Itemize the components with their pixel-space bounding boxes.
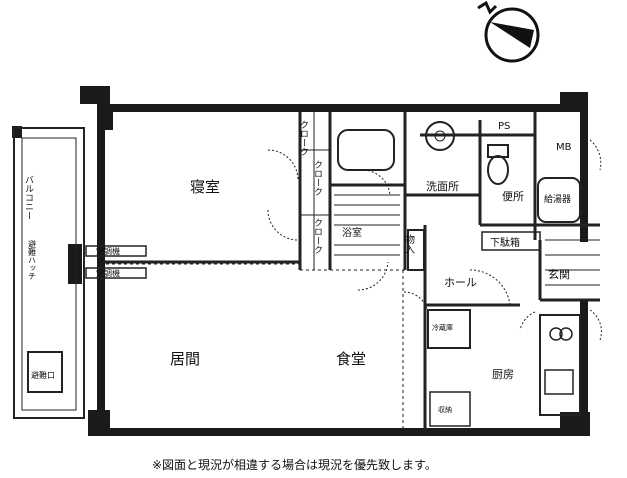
closets	[300, 112, 330, 270]
room-ps: PS	[498, 121, 510, 132]
room-mb: MB	[556, 142, 572, 153]
room-washroom: 洗面所	[426, 180, 459, 193]
closet-3: クローク	[312, 218, 322, 254]
interior-walls	[105, 112, 600, 430]
pantry-label: 収納	[438, 405, 452, 414]
room-hall: ホール	[444, 276, 477, 289]
room-bath: 浴室	[342, 226, 362, 239]
room-entrance: 玄関	[548, 267, 570, 281]
sink-icon	[544, 369, 574, 395]
water-heater-box	[537, 177, 581, 223]
closet-1: クローク	[298, 120, 308, 156]
disclaimer-note: ※図面と現況が相違する場合は現況を優先致します。	[152, 457, 437, 472]
ac-unit-1: 空調機	[96, 246, 120, 256]
room-bedroom: 寝室	[190, 178, 220, 196]
door-swings	[267, 139, 602, 341]
kitchen-counter	[539, 314, 581, 416]
toilet-icon	[487, 155, 509, 185]
balcony-outline	[13, 127, 85, 419]
room-balcony: バルコニー	[23, 175, 34, 220]
fridge-label: 冷蔵庫	[432, 323, 453, 332]
balcony-side-label: 避難ハッチ	[28, 239, 37, 280]
room-toilet: 便所	[502, 190, 524, 203]
bathtub-icon	[337, 129, 395, 171]
room-storage: 物入	[403, 233, 415, 254]
closet-2: クローク	[312, 160, 322, 196]
balcony-device-label: 避難口	[31, 370, 55, 380]
room-living: 居間	[170, 350, 200, 368]
compass-icon	[477, 0, 540, 63]
balcony-device-box	[27, 351, 63, 393]
ac-unit-2: 空調機	[96, 268, 120, 278]
room-water-heater: 給湯器	[544, 193, 571, 205]
room-kitchen: 厨房	[492, 368, 514, 381]
room-dining: 食堂	[336, 350, 366, 368]
washbasin-icon	[425, 121, 455, 151]
room-shoe-box: 下駄箱	[490, 236, 520, 249]
